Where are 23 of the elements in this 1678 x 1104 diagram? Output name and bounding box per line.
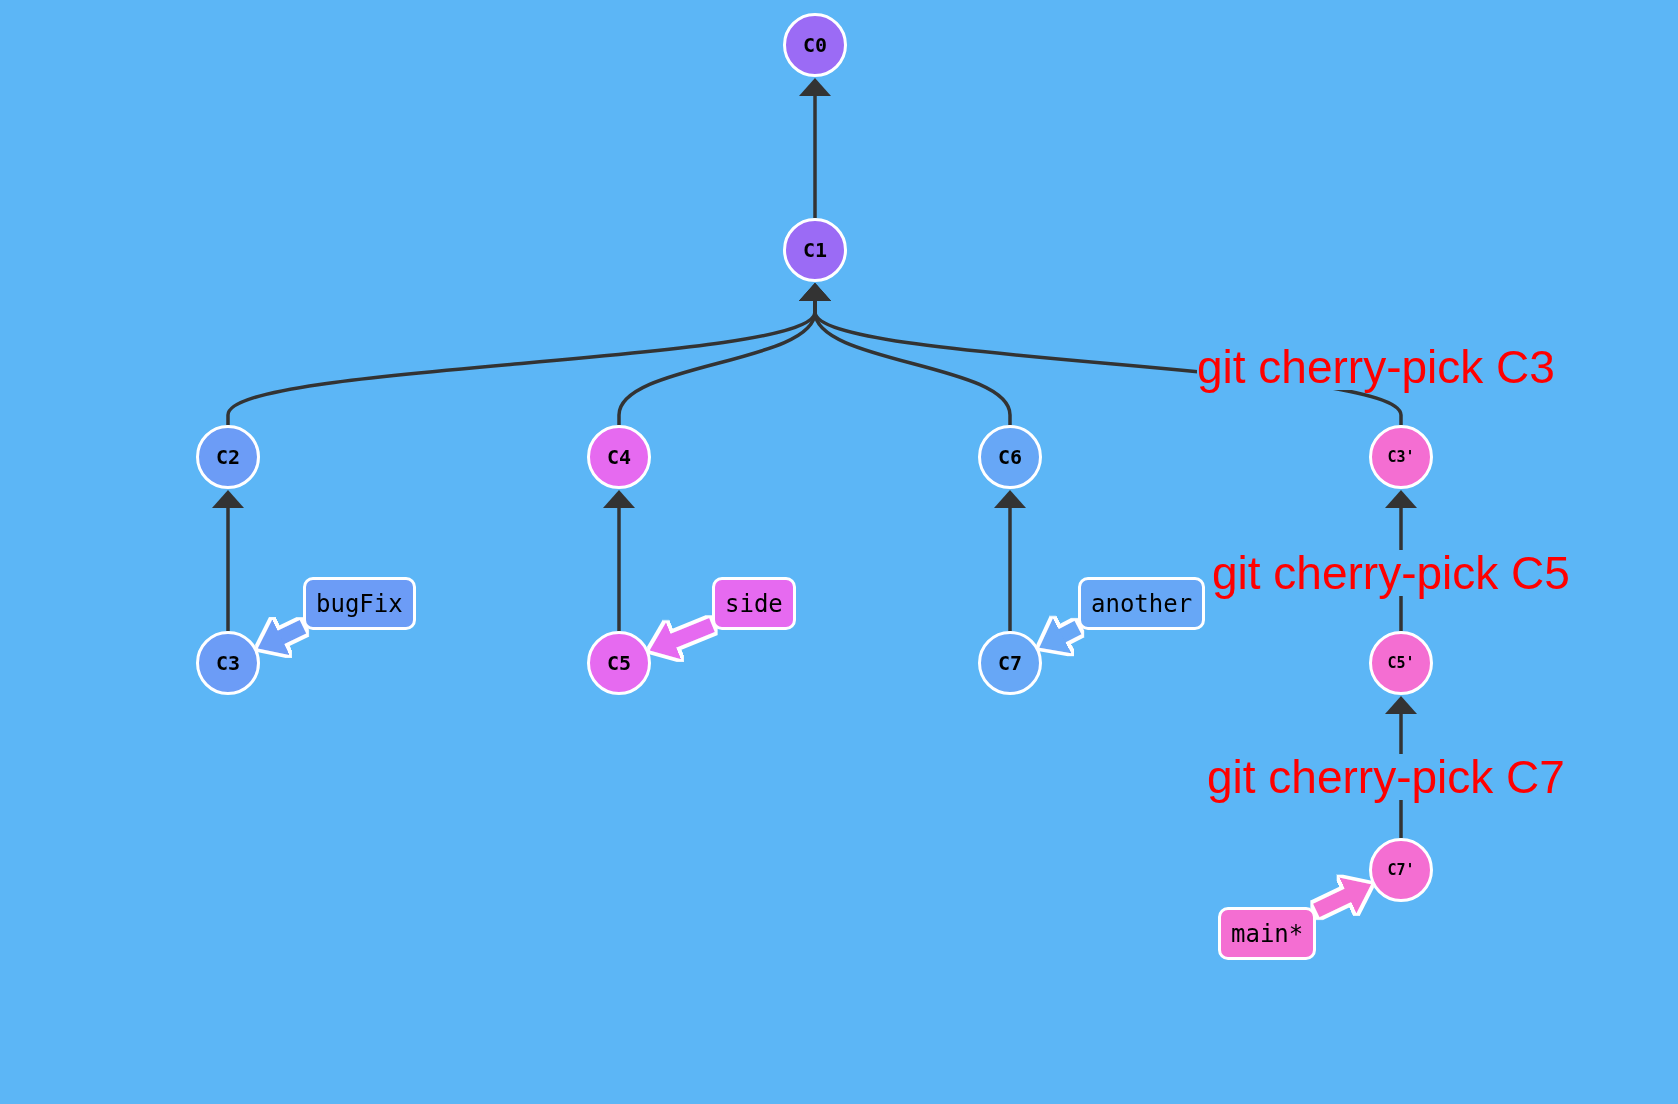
commit-node: C5' <box>1369 631 1433 695</box>
commit-node: C7 <box>978 631 1042 695</box>
commit-node: C0 <box>783 13 847 77</box>
commit-node: C7' <box>1369 838 1433 902</box>
branch-label: bugFix <box>303 577 416 630</box>
commit-node: C1 <box>783 218 847 282</box>
arrow <box>603 490 635 631</box>
arrow <box>994 490 1026 631</box>
branch-label: side <box>712 577 796 630</box>
commit-node: C5 <box>587 631 651 695</box>
commit-node: C3 <box>196 631 260 695</box>
branch-label: main* <box>1218 907 1317 960</box>
commit-node: C2 <box>196 425 260 489</box>
commit-node: C6 <box>978 425 1042 489</box>
commit-node: C4 <box>587 425 651 489</box>
branch-label: another <box>1078 577 1206 630</box>
arrow <box>212 490 244 631</box>
branch-pointer-arrow <box>1039 617 1082 654</box>
branch-pointer-arrow <box>1313 877 1372 918</box>
branch-pointer-arrow <box>257 619 307 656</box>
arrow <box>799 78 831 218</box>
commit-node: C3' <box>1369 425 1433 489</box>
branch-pointer-arrow <box>649 618 715 660</box>
